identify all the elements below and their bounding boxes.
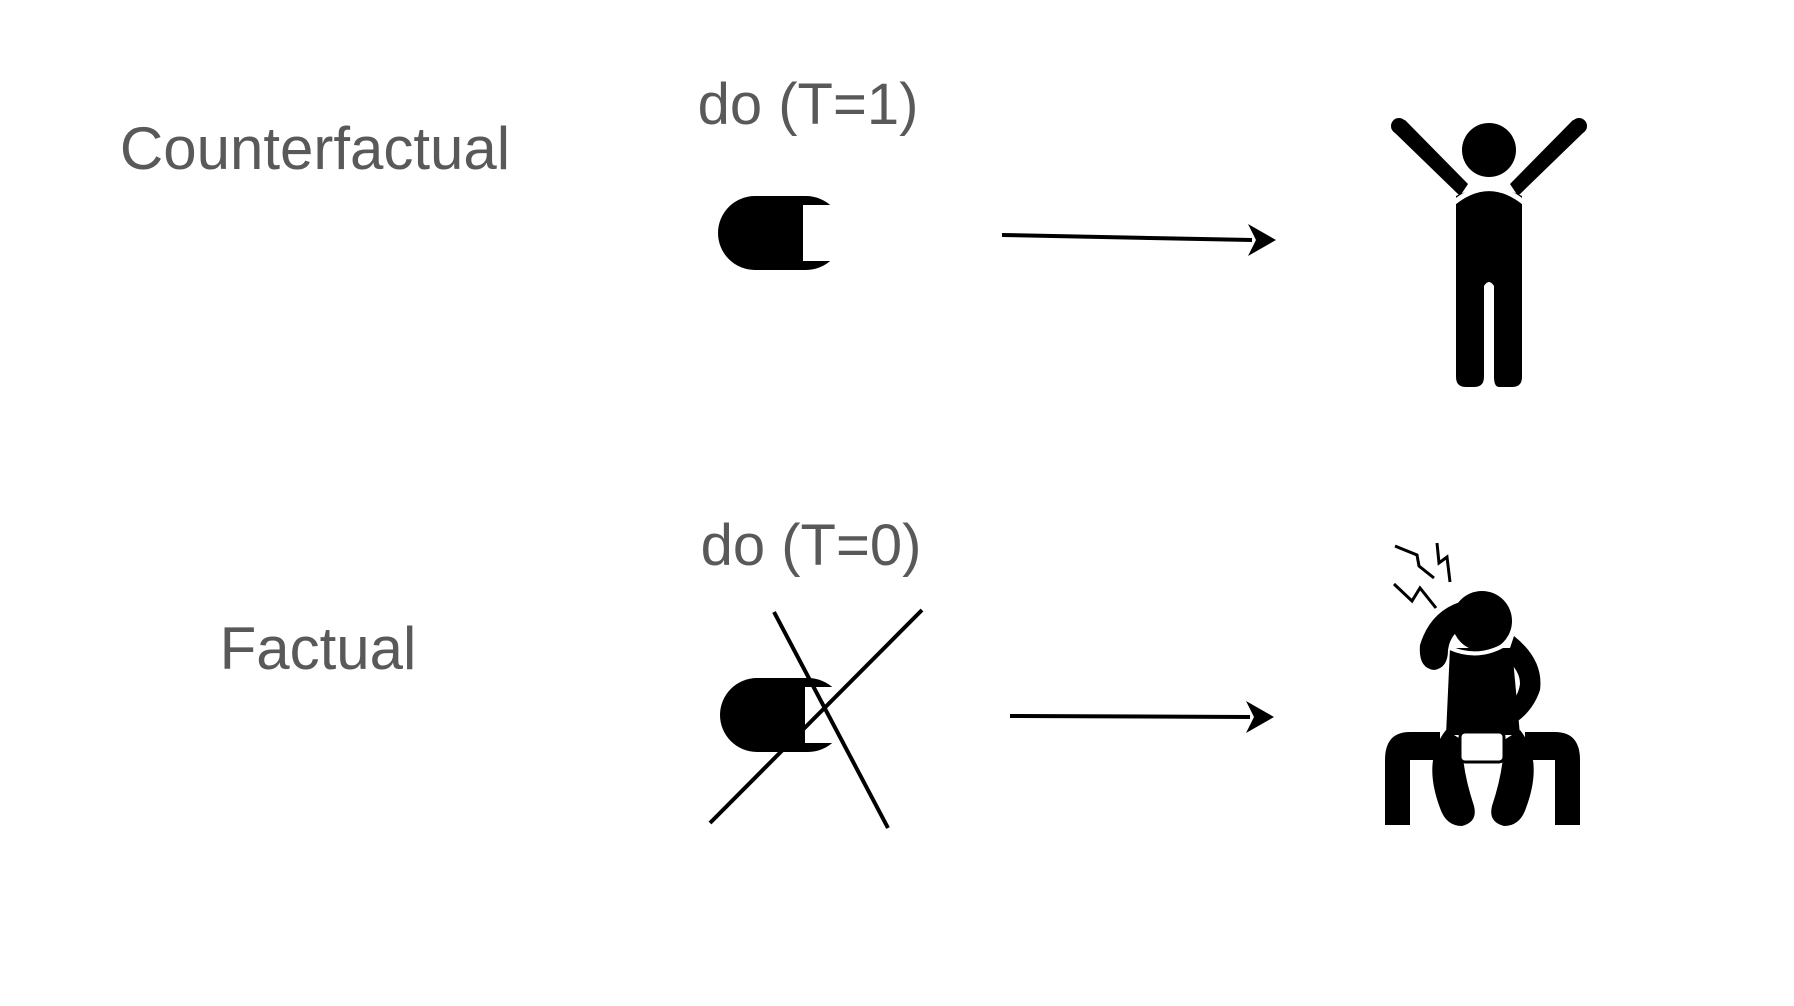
arrow-icon <box>1001 224 1276 256</box>
intervention-label-t0: do (T=0) <box>701 513 922 578</box>
chair-icon <box>1385 732 1580 825</box>
factual-row: Factual do (T=0) <box>220 513 1580 829</box>
pain-bolt-icon <box>1392 542 1452 609</box>
intervention-label-t1: do (T=1) <box>698 72 919 137</box>
row-label-counterfactual: Counterfactual <box>120 115 510 182</box>
crossed-out-pill-icon <box>708 608 924 829</box>
person-cheering-icon <box>1391 118 1587 387</box>
pill-icon <box>718 196 883 270</box>
person-headache-sitting-icon <box>1385 542 1580 826</box>
arrow-icon <box>1009 701 1274 733</box>
counterfactual-row: Counterfactual do (T=1) <box>120 72 1587 387</box>
row-label-factual: Factual <box>220 615 417 682</box>
